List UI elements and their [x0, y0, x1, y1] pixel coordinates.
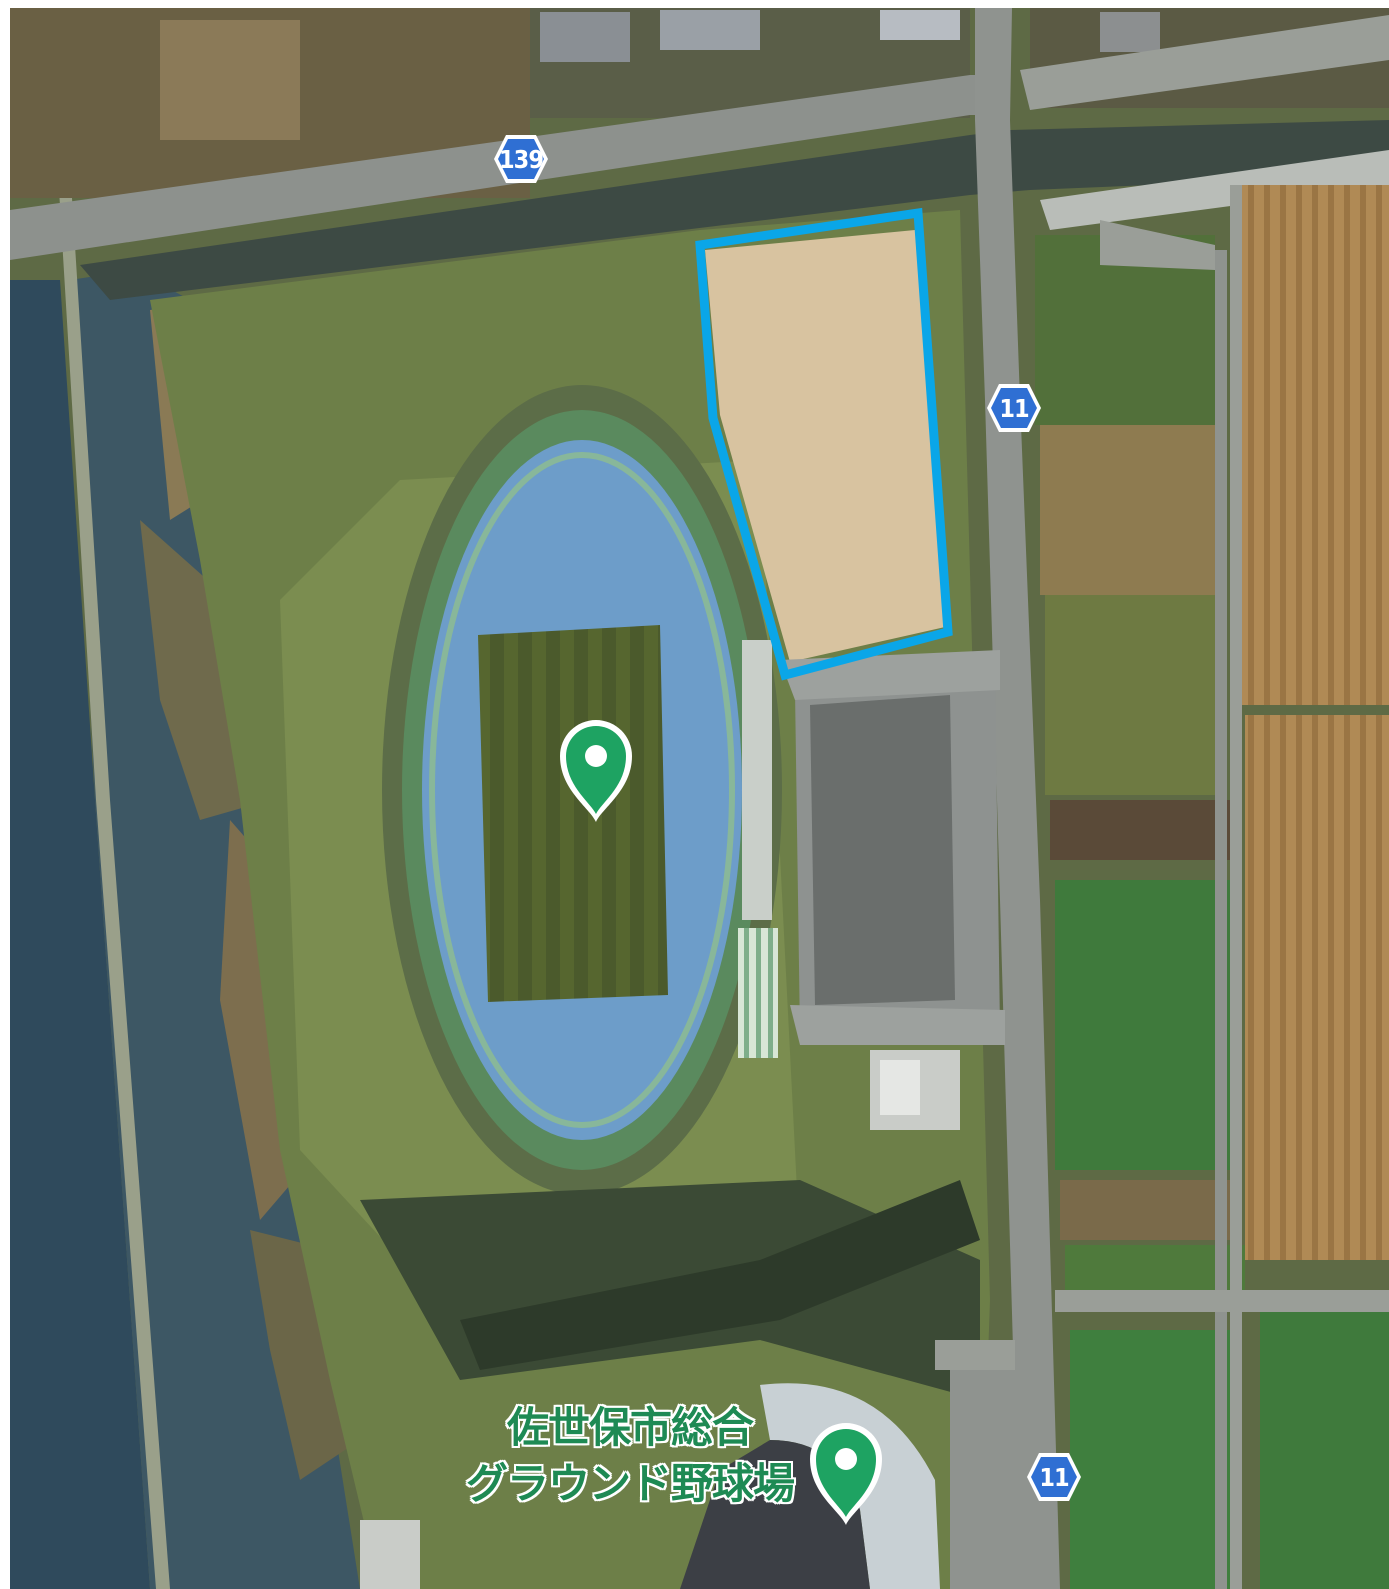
- map-pin-marker[interactable]: [556, 712, 636, 826]
- route-shield-11-lower[interactable]: 11: [1025, 1451, 1083, 1503]
- route-shield-139[interactable]: 139: [492, 133, 550, 185]
- map-pin-icon: [560, 720, 632, 822]
- route-shield-11[interactable]: 11: [985, 382, 1043, 434]
- route-number: 11: [999, 393, 1029, 423]
- place-label[interactable]: 佐世保市総合 グラウンド野球場: [440, 1400, 820, 1512]
- map-pin-marker-baseball[interactable]: [806, 1415, 886, 1529]
- highlight-outline: [695, 207, 953, 681]
- route-number: 11: [1039, 1462, 1069, 1492]
- map-pin-icon: [810, 1423, 882, 1525]
- place-label-line1: 佐世保市総合: [506, 1403, 754, 1452]
- place-label-line2: グラウンド野球場: [465, 1459, 795, 1508]
- route-number: 139: [499, 144, 544, 174]
